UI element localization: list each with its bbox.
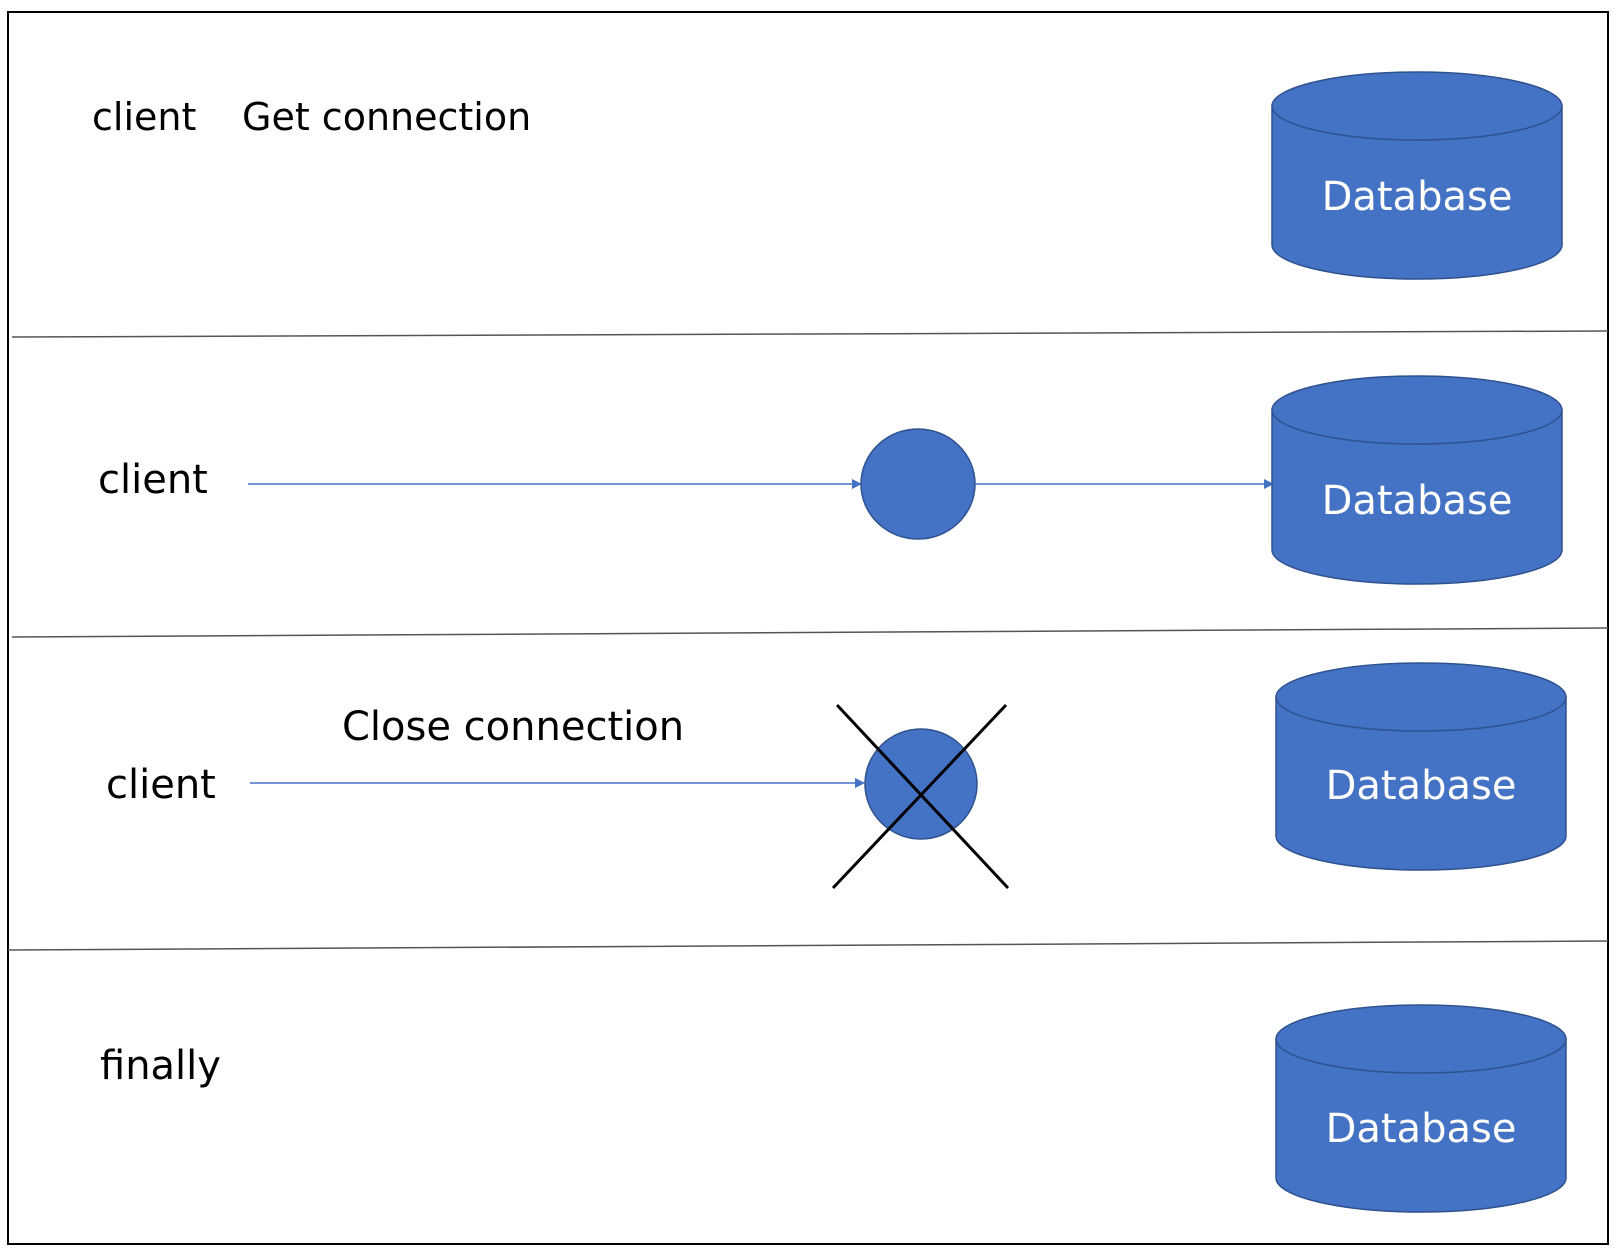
database-body bbox=[1271, 105, 1563, 280]
database-top bbox=[1271, 71, 1563, 141]
database-label: Database bbox=[1326, 1106, 1517, 1152]
database-cylinder: Database bbox=[1271, 71, 1563, 280]
database-body bbox=[1271, 409, 1563, 585]
client-label: client bbox=[98, 457, 208, 503]
database-top bbox=[1275, 1004, 1567, 1074]
database-body bbox=[1275, 696, 1567, 871]
database-top bbox=[1271, 375, 1563, 445]
database-cylinder: Database bbox=[1275, 1004, 1567, 1213]
database-cylinder: Database bbox=[1271, 375, 1563, 585]
database-top bbox=[1275, 662, 1567, 732]
database-label: Database bbox=[1322, 478, 1513, 524]
database-cylinder: Database bbox=[1275, 662, 1567, 871]
client-label: client bbox=[92, 95, 196, 139]
panel-divider bbox=[7, 940, 1609, 951]
panel-use-connection: client Database bbox=[98, 375, 1563, 585]
finally-label: finally bbox=[100, 1043, 221, 1089]
panel-finally: finally Database bbox=[100, 1004, 1567, 1213]
connection-node bbox=[860, 428, 976, 540]
get-connection-label: Get connection bbox=[242, 95, 531, 139]
panel-divider bbox=[11, 330, 1609, 338]
database-body bbox=[1275, 1038, 1567, 1213]
close-connection-label: Close connection bbox=[342, 704, 684, 750]
client-label: client bbox=[106, 762, 216, 808]
panel-close-connection: Close connection client Database bbox=[106, 662, 1567, 890]
cross-icon bbox=[831, 703, 1010, 890]
database-label: Database bbox=[1322, 174, 1513, 220]
database-label: Database bbox=[1326, 763, 1517, 809]
panel-divider bbox=[11, 627, 1609, 638]
closed-connection-node bbox=[864, 728, 978, 840]
panel-get-connection: client Get connection Database bbox=[92, 71, 1563, 280]
